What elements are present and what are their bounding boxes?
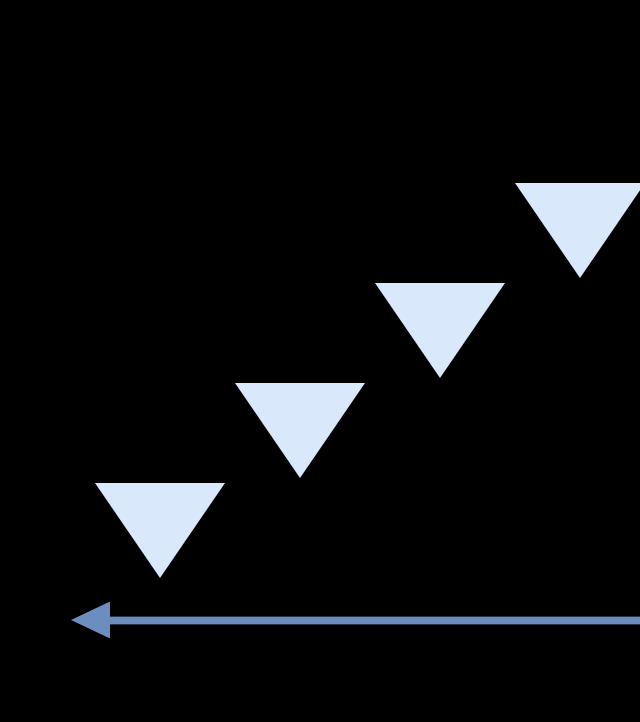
step-triangle-1 [95, 483, 225, 578]
step-triangle-2 [235, 383, 365, 478]
step-triangle-4 [515, 183, 640, 278]
left-arrow [71, 601, 640, 639]
triangle-staircase-group [95, 183, 640, 578]
step-triangle-3 [375, 283, 505, 378]
